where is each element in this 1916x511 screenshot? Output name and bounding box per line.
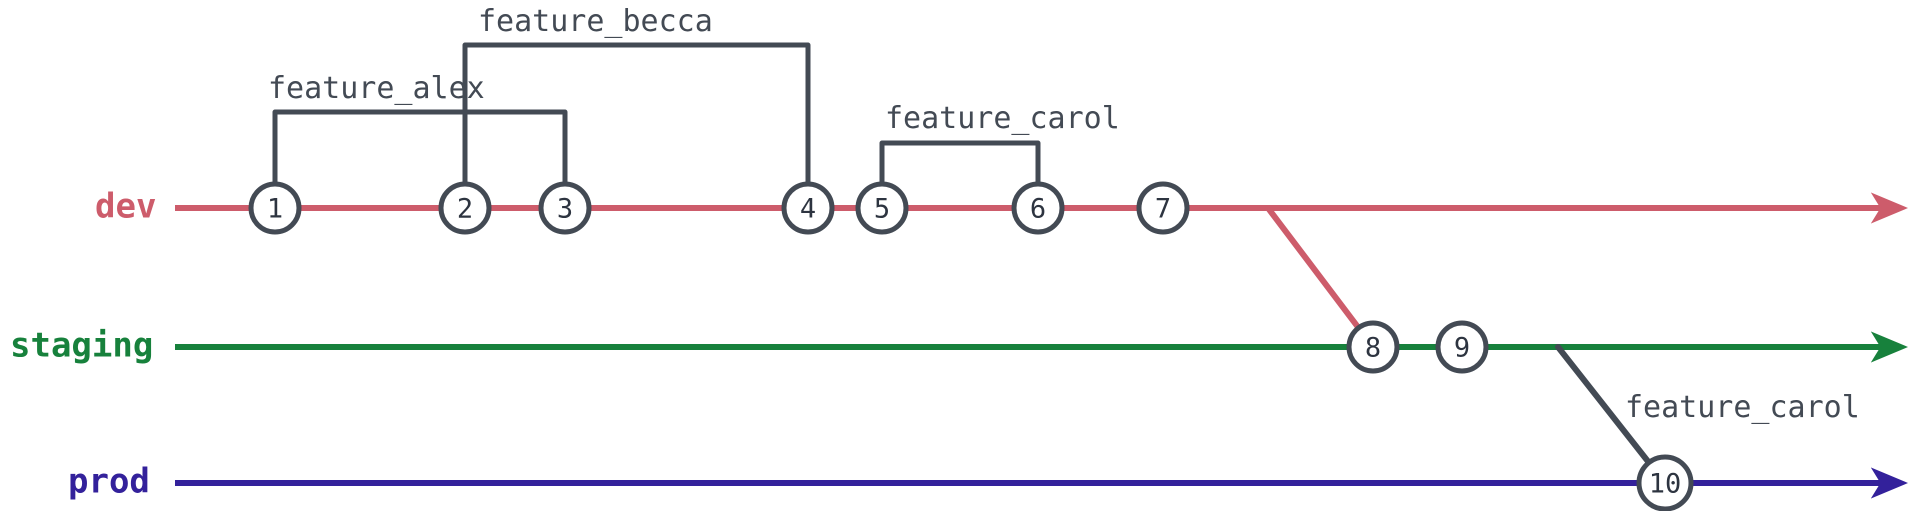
commit-node-4[interactable]: 4 xyxy=(781,181,835,235)
commit-circle xyxy=(781,181,835,235)
commit-circle xyxy=(855,181,909,235)
commit-node-3[interactable]: 3 xyxy=(538,181,592,235)
commit-circle xyxy=(1136,181,1190,235)
commit-node-10[interactable]: 10 xyxy=(1636,454,1694,511)
commit-number: 7 xyxy=(1155,194,1171,225)
commit-number: 3 xyxy=(557,194,573,225)
merge-lines xyxy=(1265,205,1668,486)
commit-node-7[interactable]: 7 xyxy=(1136,181,1190,235)
branch-label-staging: staging xyxy=(10,326,153,366)
feature-label-alex: feature_alex xyxy=(268,71,485,106)
commit-number: 1 xyxy=(267,194,283,225)
commit-circle xyxy=(438,181,492,235)
feature-bracket-carol xyxy=(879,140,1041,211)
commit-number: 8 xyxy=(1365,333,1381,364)
commit-node-2[interactable]: 2 xyxy=(438,181,492,235)
merge-line-dev-to-staging xyxy=(1265,205,1376,350)
commit-number: 5 xyxy=(874,194,890,225)
commit-circle xyxy=(1011,181,1065,235)
commit-circle xyxy=(1636,454,1694,511)
feature-bracket-alex xyxy=(272,109,568,211)
commit-number: 4 xyxy=(800,194,816,225)
branch-label-prod: prod xyxy=(68,462,150,502)
feature-labels: feature_alex feature_becca feature_carol… xyxy=(268,4,1860,425)
feature-bracket-becca xyxy=(462,42,811,211)
feature-brackets xyxy=(272,42,1041,211)
commit-nodes: 1 2 3 4 5 6 7 8 9 10 xyxy=(248,181,1694,511)
commit-node-9[interactable]: 9 xyxy=(1435,320,1489,374)
commit-node-8[interactable]: 8 xyxy=(1346,320,1400,374)
commit-number: 2 xyxy=(457,194,473,225)
branch-name-labels: dev staging prod xyxy=(10,187,156,502)
commit-node-5[interactable]: 5 xyxy=(855,181,909,235)
commit-circle xyxy=(248,181,302,235)
commit-circle xyxy=(1346,320,1400,374)
branch-label-dev: dev xyxy=(95,187,156,227)
commit-circle xyxy=(538,181,592,235)
feature-label-becca: feature_becca xyxy=(478,4,713,39)
merge-line-staging-to-prod xyxy=(1555,344,1668,486)
commit-number: 9 xyxy=(1454,333,1470,364)
commit-number: 6 xyxy=(1030,194,1046,225)
commit-node-1[interactable]: 1 xyxy=(248,181,302,235)
merge-label-feature-carol: feature_carol xyxy=(1625,390,1860,425)
commit-node-6[interactable]: 6 xyxy=(1011,181,1065,235)
commit-number: 10 xyxy=(1649,469,1682,500)
commit-circle xyxy=(1435,320,1489,374)
feature-label-carol: feature_carol xyxy=(885,101,1120,136)
